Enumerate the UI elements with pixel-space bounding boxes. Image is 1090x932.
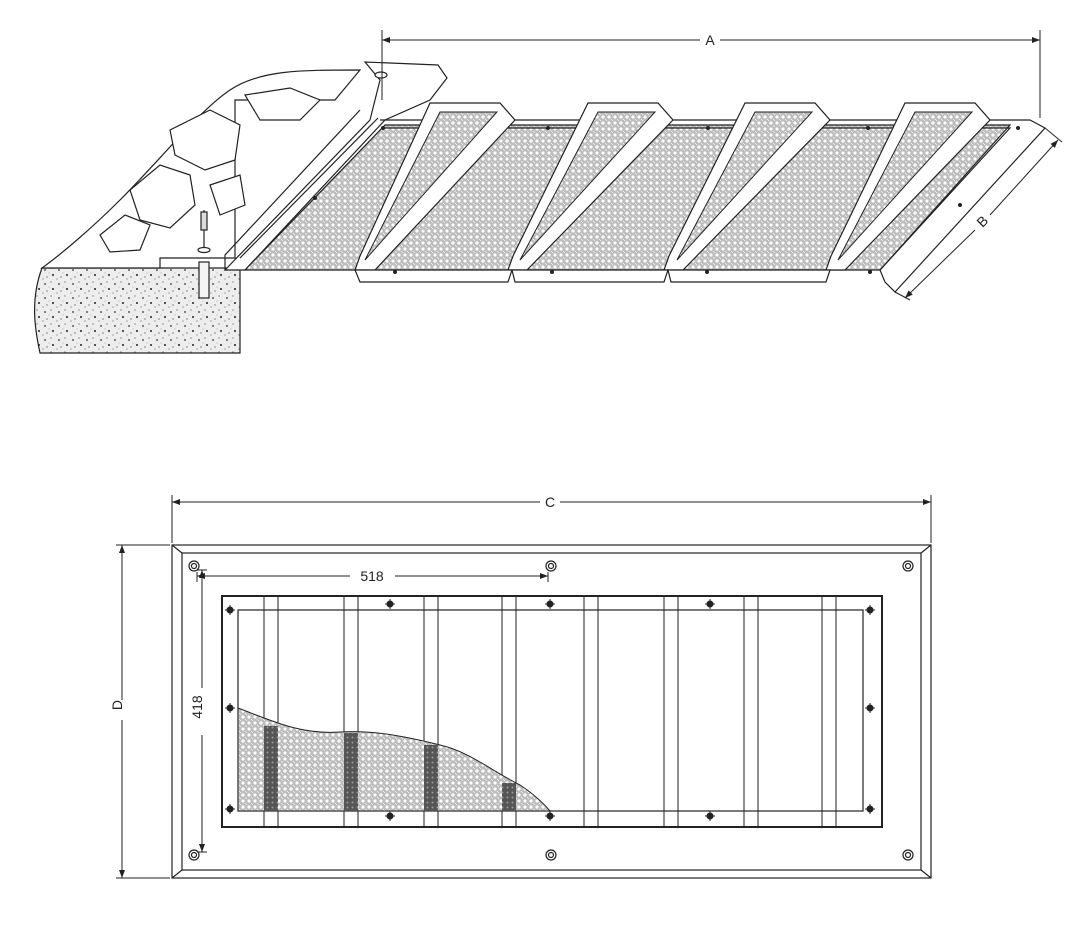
plan-view: 518 418 C D (109, 494, 932, 879)
anchor-bolt (197, 210, 211, 299)
dimension-c (171, 495, 932, 543)
isometric-view: A B (34, 30, 1063, 354)
plan-inner-opening (221, 595, 883, 828)
dimension-d-label: D (109, 700, 125, 710)
dimension-d (116, 544, 170, 879)
dimension-a-label: A (705, 32, 715, 48)
mesh-cutaway (237, 707, 552, 812)
dimension-b-label: B (973, 212, 991, 230)
dimension-518-label: 518 (360, 568, 384, 584)
curb-frame (223, 61, 448, 271)
dimension-a (381, 30, 1041, 118)
dimension-418-label: 418 (189, 695, 205, 719)
dimension-518 (196, 572, 549, 582)
plan-mounting-holes (188, 560, 914, 861)
mesh-cutaway-ribs (264, 726, 516, 811)
dimension-c-label: C (545, 494, 555, 510)
dimension-418 (197, 569, 207, 853)
concrete-base (34, 267, 241, 354)
dimension-b (894, 127, 1063, 301)
bottom-flanges (354, 269, 831, 283)
stone-wall (40, 69, 362, 269)
plan-outer-frame (171, 544, 932, 879)
curb-hole (374, 71, 388, 79)
iso-fasteners (313, 126, 1020, 274)
grating-frame (380, 119, 1046, 293)
plan-fasteners (225, 599, 875, 821)
